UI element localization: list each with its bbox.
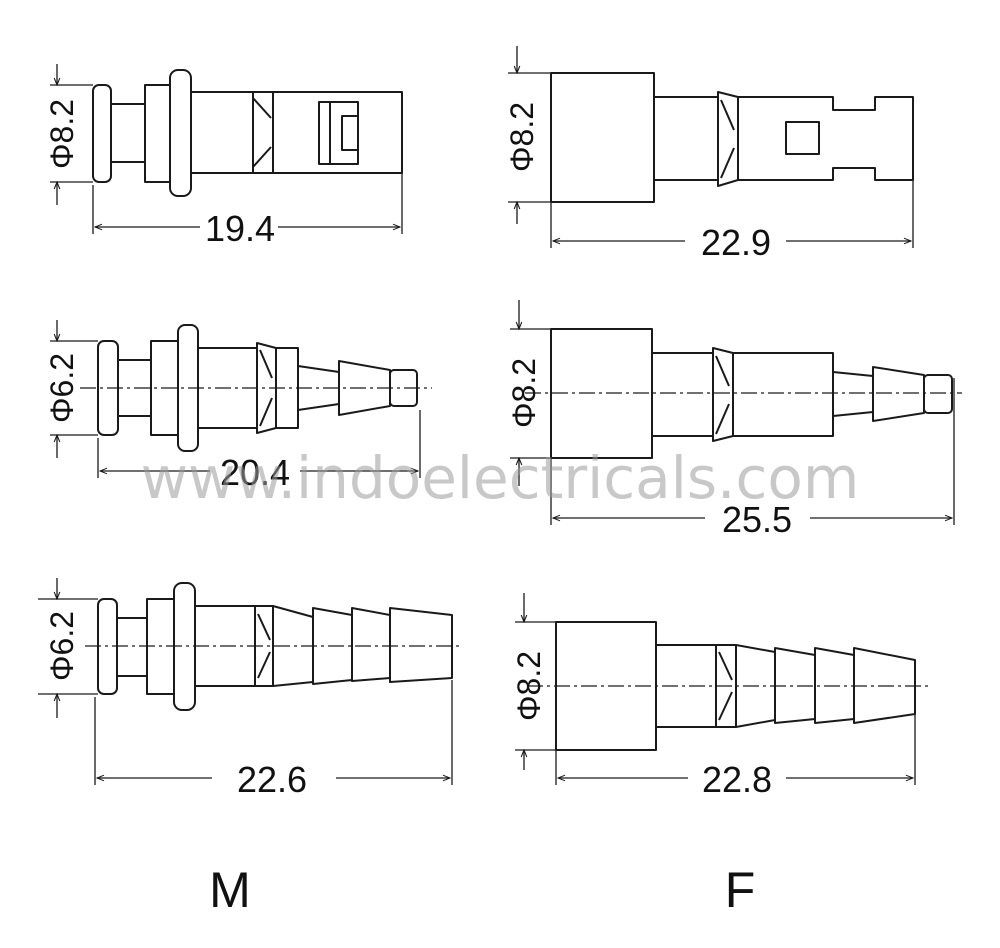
f1-length: 22.9 <box>701 222 771 263</box>
male-connector-2: Φ6.2 20.4 <box>44 320 432 493</box>
label-male: M <box>209 862 251 918</box>
m3-diameter: Φ6.2 <box>44 611 80 681</box>
female-connector-2: Φ8.2 25.5 <box>506 300 962 540</box>
m1-length: 19.4 <box>205 208 275 249</box>
m3-length: 22.6 <box>237 759 307 800</box>
m2-length: 20.4 <box>220 452 290 493</box>
female-connector-1: Φ8.2 22.9 <box>504 46 914 263</box>
male-connector-1: Φ8.2 19.4 <box>44 64 403 249</box>
f1-diameter: Φ8.2 <box>504 102 540 172</box>
label-female: F <box>725 862 756 918</box>
m1-diameter: Φ8.2 <box>44 99 80 169</box>
f2-length: 25.5 <box>722 499 792 540</box>
f3-length: 22.8 <box>702 759 772 800</box>
female-connector-3: Φ8.2 22.8 <box>511 593 928 800</box>
watermark: www.indoelectricals.com <box>141 444 860 512</box>
f2-diameter: Φ8.2 <box>506 358 542 428</box>
f3-diameter: Φ8.2 <box>511 651 547 721</box>
m2-diameter: Φ6.2 <box>44 353 80 423</box>
male-connector-3: Φ6.2 22.6 <box>38 578 462 800</box>
